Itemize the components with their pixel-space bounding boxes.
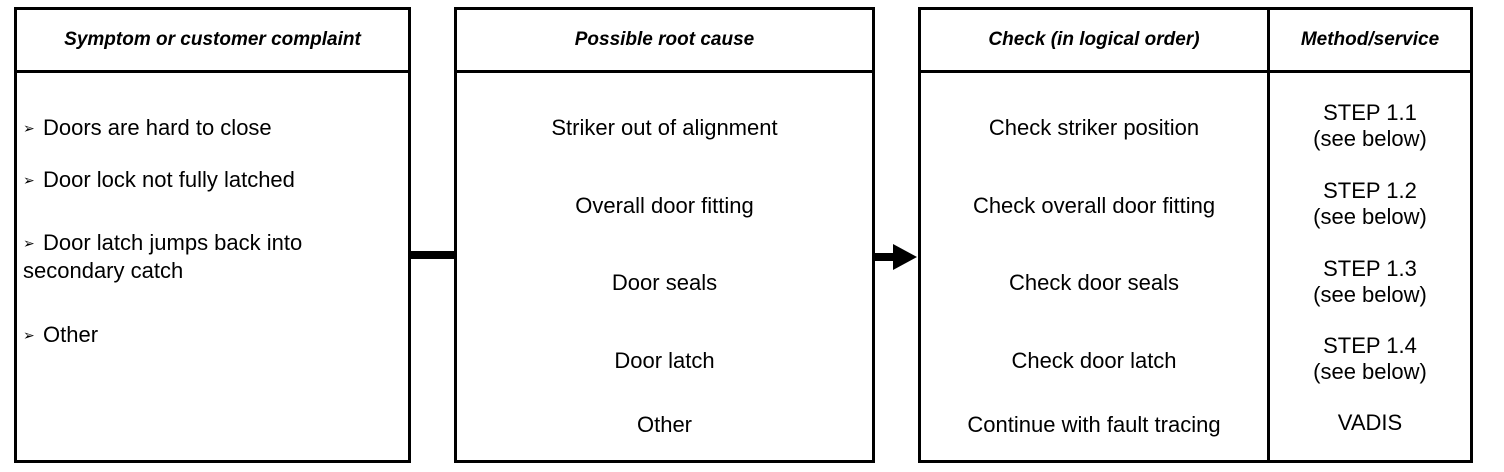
method-item: STEP 1.3 (see below)	[1313, 256, 1427, 307]
bullet-icon: ➢	[23, 235, 35, 251]
check-header: Check (in logical order)	[921, 10, 1267, 73]
cause-item: Other	[636, 412, 693, 437]
method-header: Method/service	[1270, 10, 1470, 73]
methods-column: STEP 1.1 (see below) STEP 1.2 (see below…	[1270, 10, 1470, 460]
bullet-icon: ➢	[23, 120, 35, 136]
checks-column: Check striker position Check overall doo…	[921, 10, 1267, 460]
root-cause-header: Possible root cause	[457, 10, 872, 73]
method-item: VADIS	[1337, 410, 1403, 435]
symptom-item: ➢Other	[23, 322, 99, 347]
bullet-icon: ➢	[23, 327, 35, 343]
symptom-box: Symptom or customer complaint ➢Doors are…	[14, 7, 411, 463]
root-cause-box: Possible root cause Striker out of align…	[454, 7, 875, 463]
method-item: STEP 1.1 (see below)	[1313, 100, 1427, 151]
column-divider	[1267, 10, 1270, 460]
method-item: STEP 1.2 (see below)	[1313, 178, 1427, 229]
symptom-header: Symptom or customer complaint	[17, 10, 408, 73]
method-item: STEP 1.4 (see below)	[1313, 333, 1427, 384]
check-method-box: Check (in logical order) Method/service …	[918, 7, 1473, 463]
cause-item: Striker out of alignment	[551, 115, 778, 140]
check-item: Continue with fault tracing	[967, 412, 1221, 437]
check-item: Check door latch	[1011, 348, 1177, 373]
cause-item: Door seals	[611, 270, 718, 295]
bullet-icon: ➢	[23, 172, 35, 188]
symptom-item: ➢Door latch jumps back into secondary ca…	[23, 230, 303, 283]
symptom-item: ➢Door lock not fully latched	[23, 167, 295, 192]
cause-item: Overall door fitting	[575, 193, 754, 218]
check-item: Check overall door fitting	[972, 193, 1216, 218]
connector-line	[411, 251, 454, 259]
check-item: Check door seals	[1009, 270, 1179, 295]
cause-item: Door latch	[614, 348, 715, 373]
symptom-item: ➢Doors are hard to close	[23, 115, 272, 140]
arrow-shaft	[875, 253, 895, 261]
arrow-right-icon	[893, 244, 917, 270]
check-item: Check striker position	[988, 115, 1200, 140]
